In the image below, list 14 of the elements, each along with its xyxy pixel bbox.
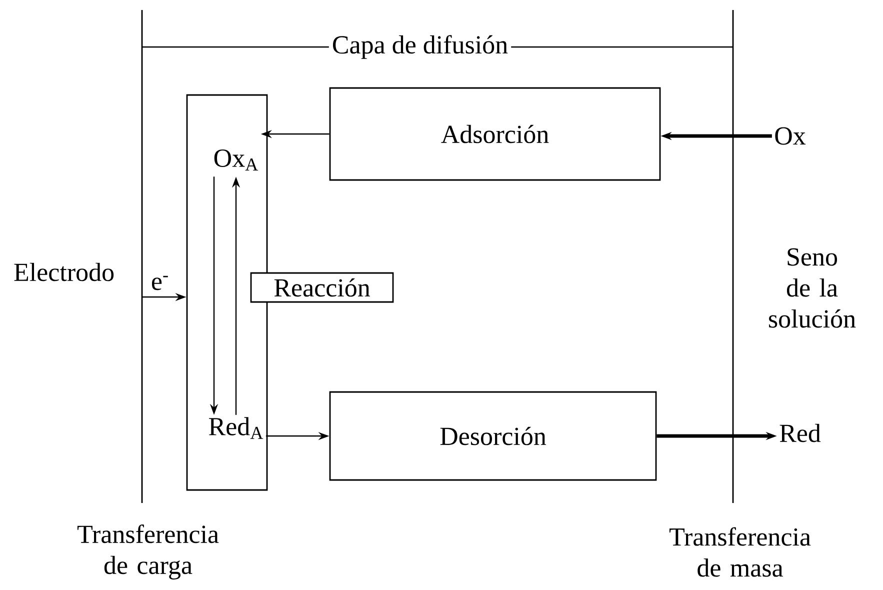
species-label: Ox$_{A}$ xyxy=(214,150,258,170)
side-label: Seno de la solución xyxy=(769,248,856,328)
species-label: Red$_{A}$ xyxy=(209,417,264,439)
process-box: Adsorción xyxy=(329,87,661,181)
transfer-label: Transferencia de carga xyxy=(77,524,219,580)
transfer-label: Transferencia de masa xyxy=(669,527,811,577)
side-label: Electrodo xyxy=(14,262,114,282)
process-box: Desorción xyxy=(329,391,657,481)
species-label: Red xyxy=(780,424,821,442)
process-box: Reacción xyxy=(250,272,394,303)
species-label: Ox xyxy=(775,127,806,145)
diffusion-layer-label: Capa de difusión xyxy=(328,32,512,62)
edge-label: e$^{-}$ xyxy=(152,276,168,290)
tall-box xyxy=(186,94,268,491)
